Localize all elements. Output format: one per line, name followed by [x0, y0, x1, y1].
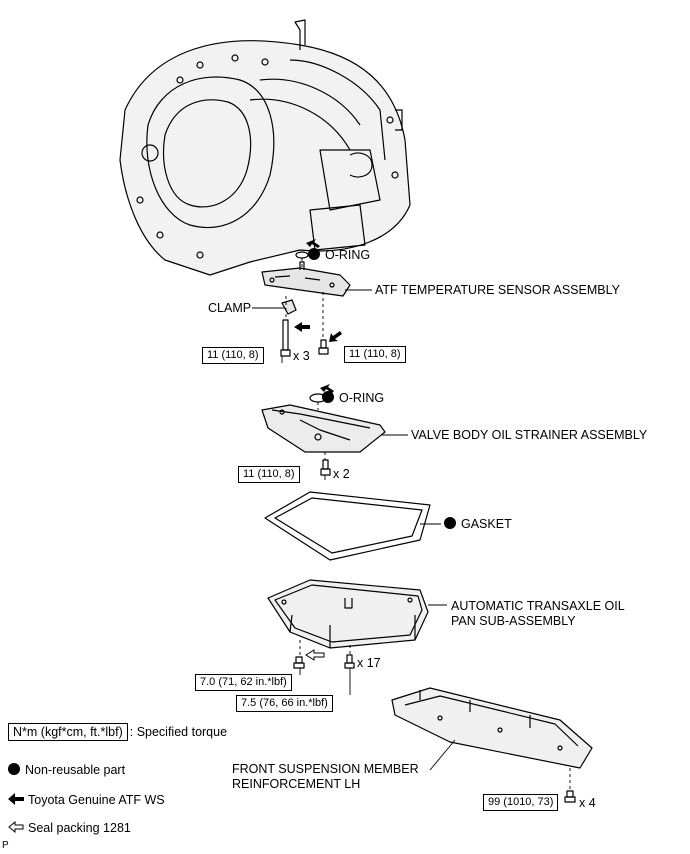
atf-arrow-icon [294, 322, 310, 332]
legend-seal: Seal packing 1281 [8, 820, 131, 836]
short-bolt-drawing [318, 339, 329, 355]
strainer-drawing [261, 404, 386, 453]
legend-torque-unit: N*m (kgf*cm, ft.*lbf) [8, 723, 128, 741]
label-atf-sensor: ATF TEMPERATURE SENSOR ASSEMBLY [375, 283, 620, 297]
atf-arrow-icon [320, 384, 334, 393]
torque-pan-bolt: 7.5 (76, 66 in.*lbf) [236, 695, 333, 712]
non-reusable-icon [308, 248, 320, 260]
label-gasket: GASKET [444, 517, 512, 532]
legend-atf: Toyota Genuine ATF WS [8, 792, 165, 808]
clamp-drawing [281, 299, 297, 315]
filled-arrow-icon [8, 793, 24, 805]
label-reinforcement-line1: FRONT SUSPENSION MEMBER [232, 762, 419, 776]
leader-lines [252, 289, 456, 771]
oil-pan-drawing [267, 579, 429, 649]
label-strainer: VALVE BODY OIL STRAINER ASSEMBLY [411, 428, 648, 442]
legend-torque-text: : Specified torque [129, 725, 228, 739]
qty-reinforcement-bolts: x 4 [579, 796, 596, 810]
filled-circle-icon [8, 763, 20, 775]
atf-sensor-drawing [261, 261, 351, 297]
label-clamp: CLAMP [208, 301, 252, 315]
qty-strainer-bolts: x 2 [333, 467, 350, 481]
pan-bolt-drawing [344, 654, 355, 669]
label-reinforcement-line2: REINFORCEMENT LH [232, 777, 361, 791]
long-bolt-drawing [280, 319, 291, 357]
corner-letter: P [2, 840, 9, 851]
reinforcement-drawing [391, 687, 593, 769]
seal-arrow-icon [305, 649, 325, 661]
label-oil-pan-line2: PAN SUB-ASSEMBLY [451, 614, 576, 628]
torque-sensor-bolt-b: 11 (110, 8) [344, 346, 406, 363]
reinforcement-bolt-drawing [564, 790, 576, 803]
legend-non-reusable: Non-reusable part [8, 762, 125, 778]
torque-drain-plug: 7.0 (71, 62 in.*lbf) [195, 674, 292, 691]
torque-reinforcement-bolt: 99 (1010, 73) [483, 794, 559, 811]
strainer-bolt-drawing [320, 459, 331, 476]
non-reusable-icon [444, 517, 456, 529]
transaxle-housing-drawing [119, 19, 411, 276]
assembly-lines [285, 258, 571, 791]
atf-arrow-icon [329, 331, 342, 342]
o-ring-1-drawing [295, 251, 309, 259]
torque-strainer-bolt: 11 (110, 8) [238, 466, 300, 483]
qty-pan-bolts: x 17 [357, 656, 381, 670]
torque-sensor-bolt-a: 11 (110, 8) [202, 347, 264, 364]
legend-torque: N*m (kgf*cm, ft.*lbf): Specified torque [8, 723, 228, 741]
label-o-ring-1: O-RING [308, 248, 370, 263]
outline-arrow-icon [8, 820, 24, 834]
drain-plug-drawing [293, 656, 305, 669]
gasket-drawing [264, 491, 431, 561]
non-reusable-icon [322, 391, 334, 403]
label-oil-pan-line1: AUTOMATIC TRANSAXLE OIL [451, 599, 625, 613]
qty-sensor-bolts: x 3 [293, 349, 310, 363]
atf-arrow-icon [306, 239, 320, 248]
label-o-ring-2: O-RING [322, 391, 384, 406]
